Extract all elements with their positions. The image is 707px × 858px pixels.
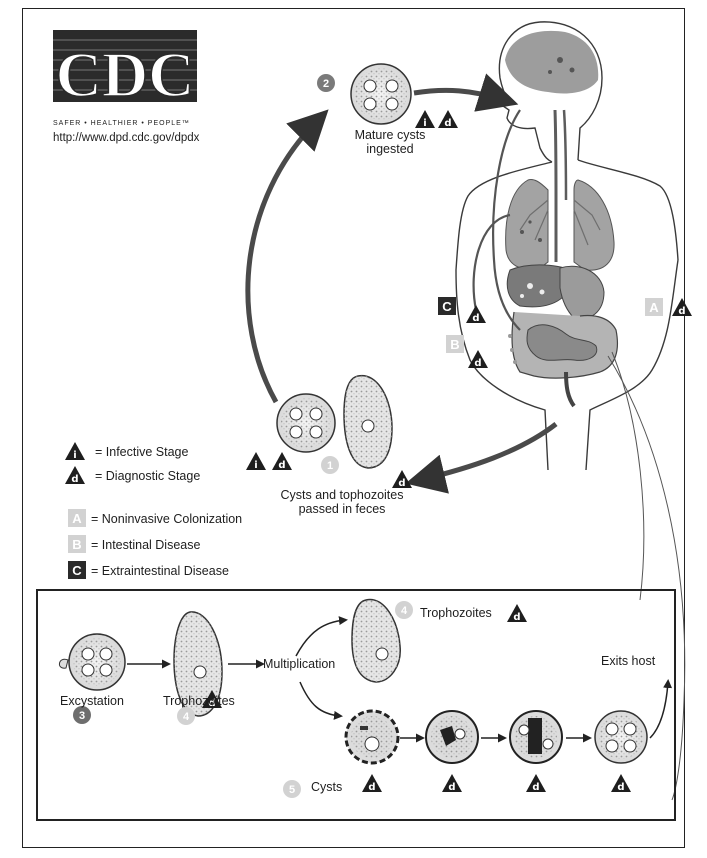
trophozoites-top-label: Trophozoites xyxy=(420,606,492,620)
mature-cyst-ingested xyxy=(351,64,411,124)
diagnostic-marker-cyst-1: d xyxy=(362,774,382,793)
esophagus xyxy=(555,110,556,262)
legend-infective-marker-label: i xyxy=(73,450,76,461)
legend-infective-marker: i xyxy=(65,442,85,461)
cyst-stage-3 xyxy=(510,711,562,763)
legend-diagnostic-label: = Diagnostic Stage xyxy=(95,469,200,483)
diagnostic-marker-top-label: d xyxy=(444,118,451,129)
cysts-label: Cysts xyxy=(311,780,342,794)
stage-3-number-label: 3 xyxy=(79,710,85,722)
infective-marker-top: i xyxy=(415,110,435,129)
stage-5-number-label: 5 xyxy=(289,784,295,796)
passed-feces-line1: Cysts and tophozoites xyxy=(262,488,422,502)
legend-marker-b: B xyxy=(68,535,86,553)
stage-2-number: 2 xyxy=(317,74,335,92)
stage-4-number-inset: 4 xyxy=(177,707,195,725)
diagnostic-marker-a: d xyxy=(672,298,692,317)
marker-a-noninvasive-label: A xyxy=(649,300,659,315)
excystation-label: Excystation xyxy=(60,694,124,708)
infective-marker-feces-label: i xyxy=(254,460,257,471)
marker-b-intestinal: B xyxy=(446,335,464,353)
stage-5-number: 5 xyxy=(283,780,301,798)
cdc-tagline: SAFER • HEALTHIER • PEOPLE™ xyxy=(53,120,190,127)
mature-cysts-label: Mature cysts ingested xyxy=(340,128,440,156)
cdc-url[interactable]: http://www.dpd.cdc.gov/dpdx xyxy=(53,132,199,144)
diagnostic-marker-cyst-3: d xyxy=(526,774,546,793)
stage-1-number-label: 1 xyxy=(327,460,333,472)
legend-infective-label: = Infective Stage xyxy=(95,445,188,459)
cdc-logo-text: CDC xyxy=(56,39,195,110)
excystation-cyst xyxy=(59,634,125,690)
stomach xyxy=(560,266,604,319)
multiplication-label: Multiplication xyxy=(263,657,335,671)
stage-4-number-inset-label: 4 xyxy=(183,711,190,723)
ingestion-arrow xyxy=(414,90,504,100)
legend-marker-b-label: B xyxy=(72,537,81,552)
legend-marker-c: C xyxy=(68,561,86,579)
legend-marker-a: A xyxy=(68,509,86,527)
legend-marker-a-label: A xyxy=(72,511,82,526)
mature-cysts-line1: Mature cysts xyxy=(340,128,440,142)
marker-b-intestinal-label: B xyxy=(450,337,459,352)
diagnostic-marker-cyst-1-label: d xyxy=(368,782,375,793)
diagnostic-marker-trophozoite: d xyxy=(392,470,412,489)
stage-3-number: 3 xyxy=(73,706,91,724)
trophozoite-in-feces xyxy=(344,376,392,468)
marker-c-extraintestinal: C xyxy=(438,297,456,315)
diagnostic-marker-feces: d xyxy=(272,452,292,471)
stage-2-number-label: 2 xyxy=(323,78,329,90)
diagnostic-marker-b: d xyxy=(468,350,488,369)
legend-diagnostic-marker-label: d xyxy=(71,474,78,485)
legend-noninvasive-label: = Noninvasive Colonization xyxy=(91,512,242,526)
diagnostic-marker-cyst-2: d xyxy=(442,774,462,793)
excretion-arrow xyxy=(420,424,556,480)
stage-4-number-top: 4 xyxy=(395,601,413,619)
diagnostic-marker-c-label: d xyxy=(472,313,479,324)
passed-feces-line2: passed in feces xyxy=(262,502,422,516)
cyst-in-feces xyxy=(277,394,335,452)
cdc-logo: CDC xyxy=(53,30,197,110)
diagnostic-marker-top: d xyxy=(438,110,458,129)
legend-marker-c-label: C xyxy=(72,563,82,578)
cycle-arrow-up xyxy=(248,120,318,402)
stage-4-number-top-label: 4 xyxy=(401,605,408,617)
diagnostic-marker-cyst-4: d xyxy=(611,774,631,793)
diagnostic-marker-feces-label: d xyxy=(278,460,285,471)
trophozoite-multiplied xyxy=(352,600,400,682)
diagnostic-marker-trophozoite-top: d xyxy=(507,604,527,623)
marker-a-noninvasive: A xyxy=(645,298,663,316)
cyst-stage-2 xyxy=(426,711,478,763)
infective-marker-feces: i xyxy=(246,452,266,471)
legend-diagnostic-marker: d xyxy=(65,466,85,485)
trophozoites-inset-label: Trophozoites xyxy=(163,694,235,708)
marker-c-extraintestinal-label: C xyxy=(442,299,452,314)
cyst-stage-4 xyxy=(595,711,647,763)
passed-feces-label: Cysts and tophozoites passed in feces xyxy=(262,488,422,516)
exits-host-arrow xyxy=(650,682,668,738)
diagnostic-marker-cyst-3-label: d xyxy=(532,782,539,793)
stage-1-number: 1 xyxy=(321,456,339,474)
diagnostic-marker-b-label: d xyxy=(474,358,481,369)
mature-cysts-line2: ingested xyxy=(340,142,440,156)
cyst-stage-1 xyxy=(346,711,398,763)
brain xyxy=(505,31,598,94)
diagnostic-marker-a-label: d xyxy=(678,306,685,317)
diagnostic-marker-c: d xyxy=(466,305,486,324)
exits-host-label: Exits host xyxy=(601,654,655,668)
legend-extraintestinal-label: = Extraintestinal Disease xyxy=(91,564,229,578)
diagnostic-marker-cyst-2-label: d xyxy=(448,782,455,793)
legend-intestinal-label: = Intestinal Disease xyxy=(91,538,200,552)
diagnostic-marker-trophozoite-top-label: d xyxy=(513,612,520,623)
diagnostic-marker-cyst-4-label: d xyxy=(617,782,624,793)
